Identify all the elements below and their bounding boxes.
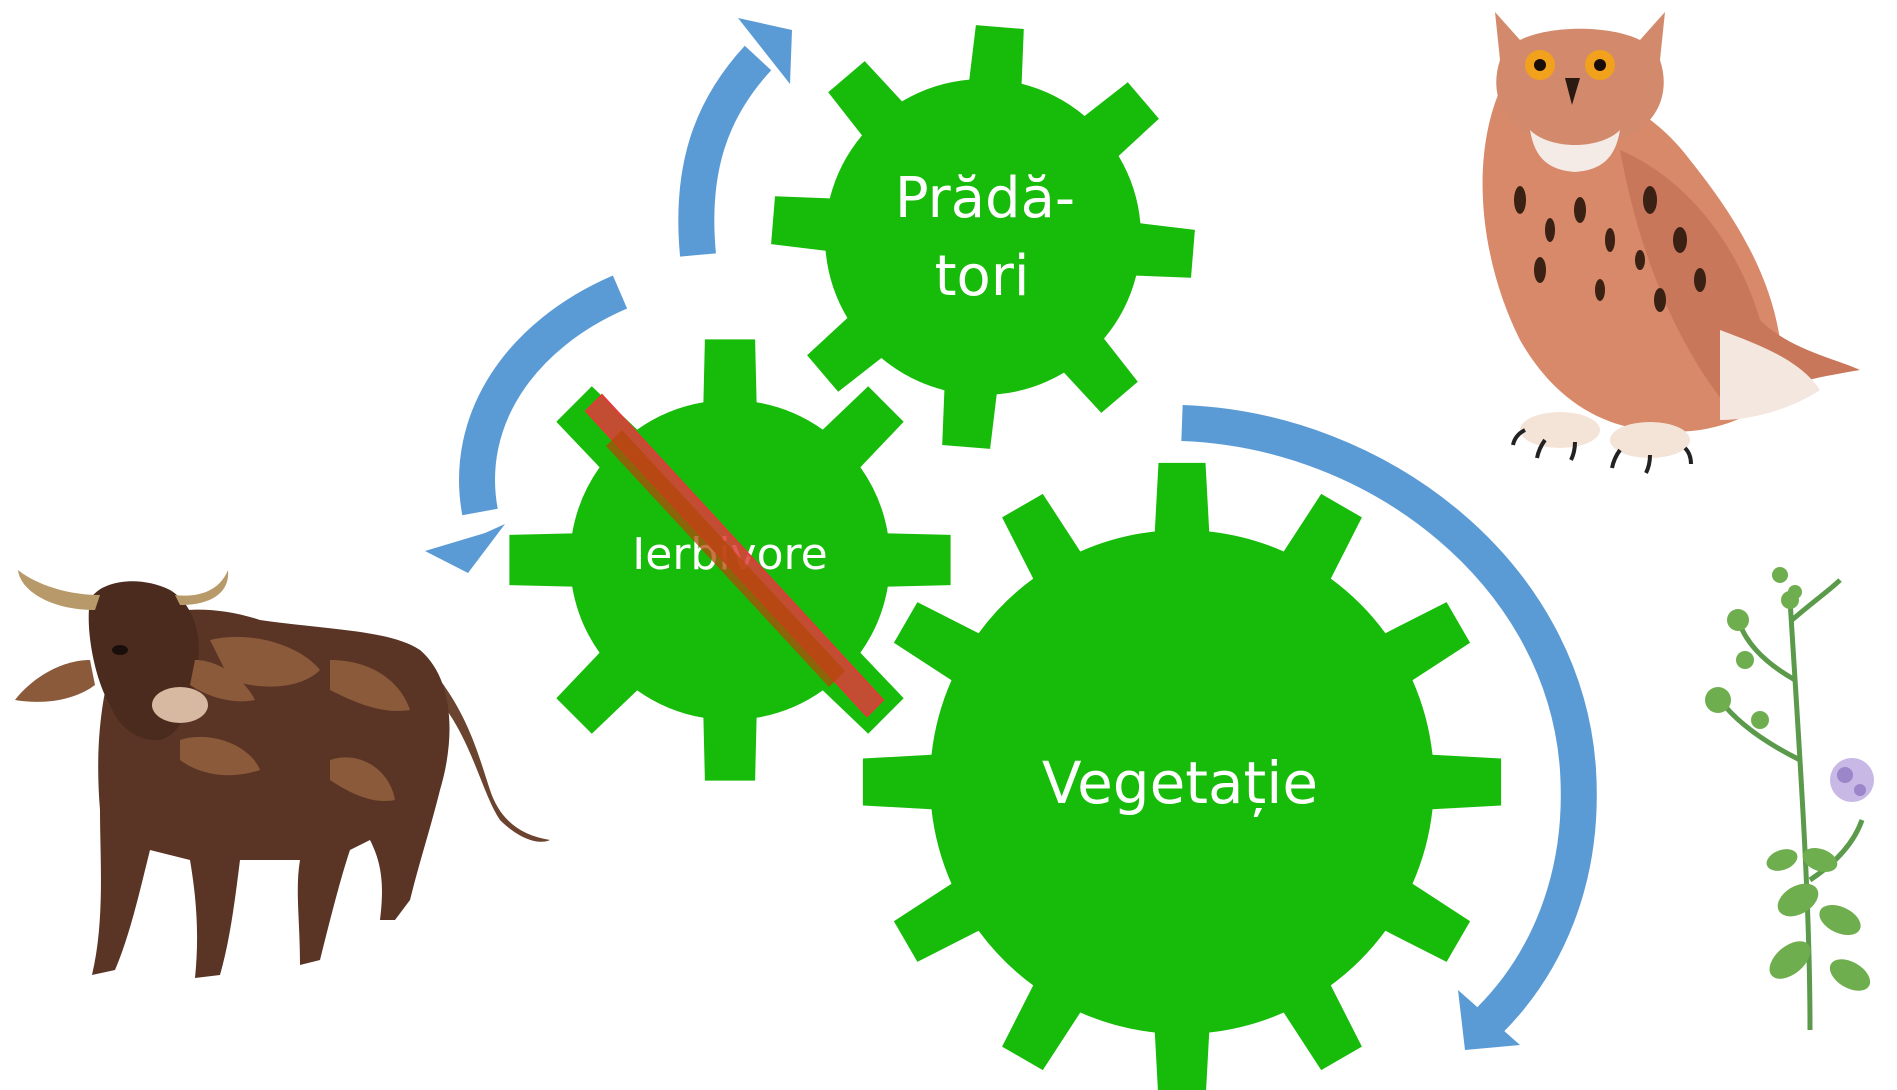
predators-label-line1: Prădă- [895, 166, 1075, 231]
plant-leaves [1763, 844, 1876, 998]
bull-ear-left [15, 660, 95, 702]
bull-horn-right [175, 570, 228, 605]
vegetation-label: Vegetație [1042, 749, 1318, 817]
bull-snout [152, 687, 208, 723]
arrowhead-left [425, 524, 505, 573]
predators-label-line2: tori [935, 244, 1030, 309]
owl-illustration [1483, 12, 1860, 473]
owl-pupil-left [1534, 59, 1546, 71]
bull-eye [112, 645, 128, 655]
plant-illustration [1705, 567, 1876, 1030]
bull-illustration [15, 570, 550, 978]
predators-gear [771, 25, 1195, 449]
plant-flower [1830, 758, 1874, 802]
owl-pupil-right [1594, 59, 1606, 71]
bull-horn-left [18, 570, 100, 610]
owl-head [1495, 12, 1665, 146]
bull-tail [430, 680, 550, 842]
predators-gear-shape [771, 25, 1195, 449]
arrow-to-predators [696, 58, 758, 255]
